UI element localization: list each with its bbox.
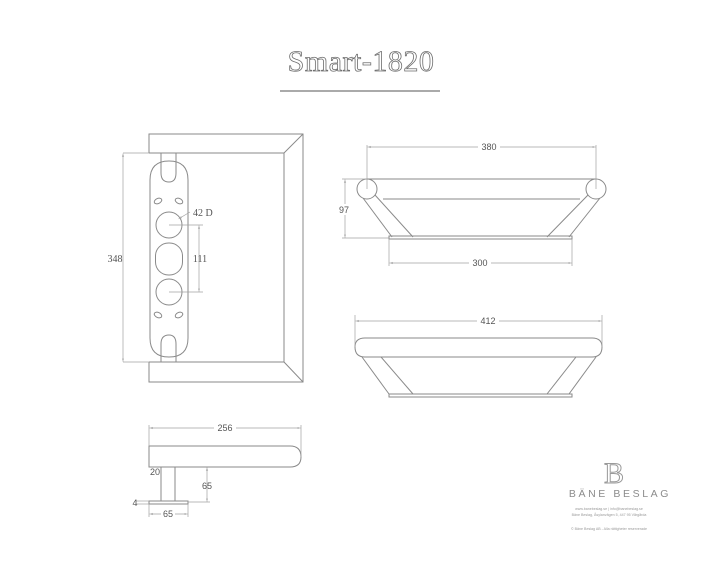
title-block: Smart-1820 [280, 45, 440, 92]
page-title: Smart-1820 [288, 45, 435, 78]
brand-block: B BÄNE BESLAG www.banebeslag.se | info@b… [569, 457, 671, 532]
dim-label-height: 348 [108, 254, 123, 265]
dim-label-width-total: 412 [480, 316, 495, 326]
dim-label-width-base: 300 [472, 258, 487, 268]
backing-frame [148, 133, 304, 383]
mounting-plate [149, 153, 189, 362]
screw-slot [174, 311, 184, 319]
dim-depth: 97 [337, 178, 389, 239]
brand-address: Bäne Beslag, Åsylanvägen 5, 447 95 Vårgå… [572, 512, 647, 517]
center-opening [155, 242, 183, 276]
dim-plate-width: 65 [148, 504, 189, 519]
brand-logo-icon: B [604, 457, 624, 490]
brand-name: BÄNE BESLAG [569, 488, 671, 500]
dim-label-plate-thickness: 4 [132, 498, 137, 508]
dim-width-outer: 380 [366, 141, 597, 189]
dim-label-hole-diameter: 42 D [193, 208, 213, 219]
top-view: 380 97 300 [337, 141, 607, 268]
screw-slot [153, 197, 163, 205]
dim-label-length: 256 [217, 423, 232, 433]
dim-width-base: 300 [388, 239, 573, 268]
dim-label-plate-width: 65 [163, 509, 173, 519]
dim-label-depth: 97 [339, 205, 349, 215]
screw-slot [174, 197, 184, 205]
dim-label-projection: 65 [202, 481, 212, 491]
brand-copyright: © Bäne Beslag AB - Alla rättigheter rese… [571, 527, 647, 531]
dim-plate-thickness: 4 [132, 498, 149, 508]
dim-projection: 65 [188, 469, 212, 503]
dim-length: 256 [148, 422, 302, 457]
dim-label-hole-spacing: 111 [193, 254, 207, 265]
front-view: 348 42 D 111 [108, 133, 304, 383]
dim-hole-spacing: 111 [169, 224, 207, 293]
rear-view: 412 [354, 315, 603, 398]
dim-label-width-outer: 380 [481, 142, 496, 152]
dim-height: 348 [108, 152, 149, 363]
dim-width-total: 412 [354, 315, 603, 347]
dim-hole-diameter: 42 D [180, 208, 213, 219]
dim-label-tube: 20 [150, 467, 160, 477]
side-view: 256 20 65 4 65 [132, 422, 302, 519]
brand-contact: www.banebeslag.se | info@banebeslag.se [575, 507, 643, 511]
screw-slot [153, 311, 163, 319]
